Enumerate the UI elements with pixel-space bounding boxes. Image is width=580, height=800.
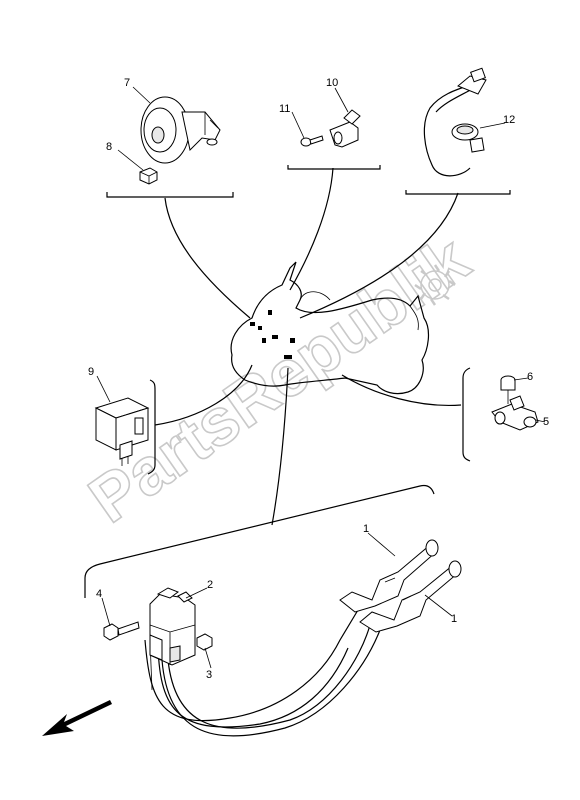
horn-part <box>140 96 221 164</box>
callout-3: 3 <box>206 669 212 681</box>
bracket-sensor-part <box>491 395 539 431</box>
callout-11: 11 <box>279 103 290 115</box>
motorcycle-outline <box>230 261 430 395</box>
callout-10: 10 <box>326 77 338 89</box>
callout-6: 6 <box>527 371 533 383</box>
callout-1-lower: 1 <box>451 613 457 625</box>
bolt-part <box>500 375 516 404</box>
ignition-coil-part <box>149 587 196 666</box>
callout-4: 4 <box>96 588 102 600</box>
group-frames <box>84 165 511 598</box>
sensor-part <box>329 109 361 148</box>
arrow-front-icon <box>42 700 112 736</box>
callout-9: 9 <box>88 366 94 378</box>
leader-lines <box>154 167 462 526</box>
sensor-screw-part <box>300 135 324 147</box>
callout-8: 8 <box>106 141 112 153</box>
coil-nut-part <box>196 633 213 651</box>
horn-nut-part <box>139 167 158 185</box>
relay-part <box>94 397 150 466</box>
callout-labels: 7 8 10 11 12 9 6 5 1 1 2 4 3 <box>88 77 549 681</box>
switch-part <box>423 67 487 177</box>
gear-icon <box>414 264 456 306</box>
callout-5: 5 <box>543 416 549 428</box>
plug-cap-wire-part <box>144 539 462 737</box>
callout-7: 7 <box>124 77 130 89</box>
callout-12: 12 <box>503 114 515 126</box>
callout-1-upper: 1 <box>363 523 369 535</box>
coil-bolt-part <box>103 621 140 641</box>
callout-2: 2 <box>207 579 213 591</box>
callout-lines <box>96 86 546 669</box>
